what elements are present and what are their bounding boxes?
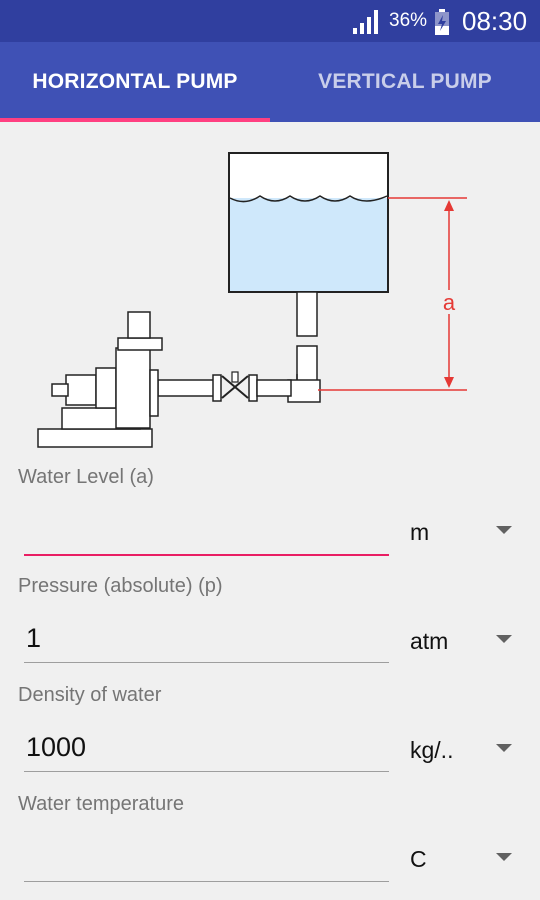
density-unit-dropdown-icon[interactable] xyxy=(496,744,512,752)
status-bar: 36% 08:30 xyxy=(0,0,540,42)
water-level-input[interactable] xyxy=(24,516,389,556)
pump-diagram: a xyxy=(37,152,467,448)
pressure-label: Pressure (absolute) (p) xyxy=(18,575,223,597)
suction-line xyxy=(157,371,292,402)
density-unit[interactable]: kg/.. xyxy=(410,737,454,763)
pump xyxy=(37,311,163,448)
tab-horizontal-pump[interactable]: HORIZONTAL PUMP xyxy=(32,70,238,93)
density-underline xyxy=(24,771,389,772)
clock: 08:30 xyxy=(462,6,528,36)
water-level-unit-dropdown-icon[interactable] xyxy=(496,526,512,534)
battery-percent: 36% xyxy=(389,10,428,31)
density-label: Density of water xyxy=(18,684,162,706)
outlet-pipe xyxy=(287,291,321,403)
pressure-unit-dropdown-icon[interactable] xyxy=(496,635,512,643)
battery-charging-icon xyxy=(435,9,449,35)
tab-indicator xyxy=(0,118,270,122)
temperature-input[interactable] xyxy=(24,842,389,882)
temperature-unit-dropdown-icon[interactable] xyxy=(496,853,512,861)
temperature-underline xyxy=(24,881,389,882)
temperature-label: Water temperature xyxy=(18,793,184,815)
pressure-unit[interactable]: atm xyxy=(410,628,449,654)
pressure-underline xyxy=(24,662,389,663)
temperature-unit[interactable]: C xyxy=(410,846,427,872)
tank xyxy=(228,152,389,293)
dimension-label: a xyxy=(443,290,456,315)
water-level-label: Water Level (a) xyxy=(18,466,154,488)
pressure-input[interactable]: 1 xyxy=(24,623,389,663)
water-level-unit[interactable]: m xyxy=(410,519,430,545)
dimension-a: a xyxy=(318,197,467,391)
water-level-underline xyxy=(24,554,389,556)
density-input[interactable]: 1000 xyxy=(24,732,389,772)
tab-bar: HORIZONTAL PUMP VERTICAL PUMP xyxy=(0,42,540,122)
density-value: 1000 xyxy=(26,732,87,762)
signal-icon xyxy=(353,10,378,34)
pressure-value: 1 xyxy=(26,623,42,653)
tab-vertical-pump[interactable]: VERTICAL PUMP xyxy=(318,70,492,93)
